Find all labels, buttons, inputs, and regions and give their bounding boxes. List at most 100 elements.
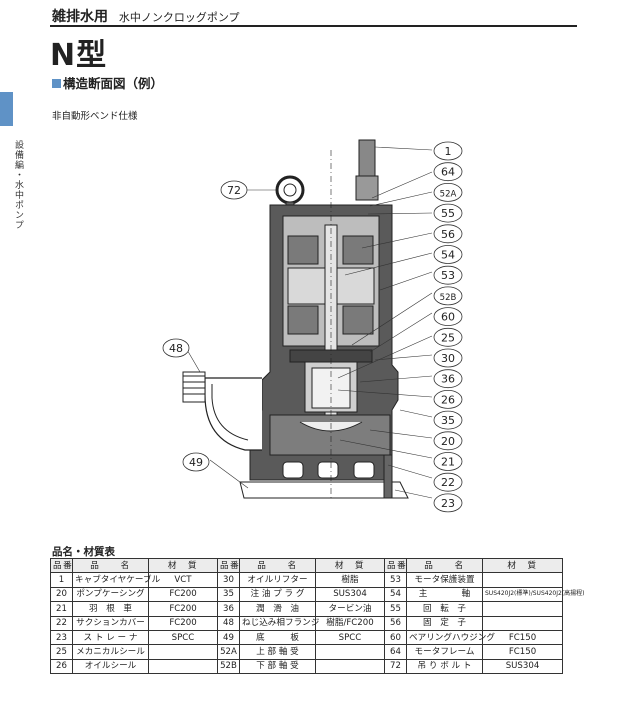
- part-material: 樹脂/FC200: [315, 615, 385, 631]
- callout-label: 54: [433, 245, 463, 264]
- table-title: 品名・材質表: [52, 546, 115, 558]
- cable-gland: [358, 139, 376, 181]
- part-name: ポンプケーシング: [72, 586, 149, 603]
- callout-label: 52B: [433, 286, 463, 306]
- part-name: 固 定 子: [406, 615, 483, 631]
- part-number: 22: [50, 615, 73, 631]
- part-name: 回 転 子: [406, 601, 483, 617]
- side-tab: [0, 92, 13, 126]
- part-name: 羽 根 車: [72, 601, 149, 617]
- part-number: 53: [384, 572, 407, 588]
- part-material: SUS304: [315, 586, 385, 603]
- part-name: ス ト レ ー ナ: [72, 629, 149, 646]
- callout-label: 22: [433, 472, 463, 492]
- callout-number: 64: [441, 166, 455, 179]
- callout-label: 20: [433, 431, 463, 451]
- callout-number: 56: [441, 228, 455, 241]
- callout-label: 25: [433, 327, 463, 347]
- callout-label: 56: [433, 224, 463, 244]
- part-number: 55: [384, 601, 407, 617]
- col-header-material: 材 質: [482, 557, 563, 574]
- part-number: 23: [50, 629, 73, 646]
- callout-label: 35: [433, 410, 463, 430]
- part-number: 48: [217, 615, 240, 631]
- part-material: [315, 644, 385, 660]
- callout-label: 1: [433, 141, 463, 161]
- callout-label: 48: [162, 338, 190, 358]
- callout-bubbles-left: 72 48 49: [162, 180, 248, 472]
- part-name: メカニカルシール: [72, 644, 149, 660]
- part-number: 26: [50, 658, 73, 675]
- col-header-name: 品 名: [239, 557, 316, 574]
- callout-number: 60: [441, 311, 455, 324]
- part-number: 35: [217, 586, 240, 603]
- callout-number: 26: [441, 393, 455, 406]
- section-title-text: 構造断面図（例）: [63, 76, 164, 91]
- callout-number: 21: [441, 456, 455, 469]
- part-number: 60: [384, 629, 407, 646]
- part-number: 25: [50, 644, 73, 660]
- part-material: SUS304: [482, 658, 563, 675]
- callout-label: 26: [433, 389, 463, 409]
- callout-number: 72: [227, 184, 241, 197]
- part-name: 主 軸: [406, 586, 483, 603]
- callout-number: 54: [441, 249, 455, 262]
- header-rule: [50, 25, 577, 27]
- leader-lines: [185, 146, 433, 499]
- section-title: 構造断面図（例）: [52, 73, 163, 92]
- callout-number: 36: [441, 373, 455, 386]
- section-square-icon: [52, 79, 61, 88]
- callout-label: 49: [182, 452, 210, 472]
- part-number: 20: [50, 586, 73, 603]
- callout-number: 49: [189, 456, 203, 469]
- col-header-no: 品番: [217, 557, 240, 574]
- part-material: SPCC: [315, 629, 385, 646]
- part-number: 49: [217, 629, 240, 646]
- part-material: SUS420J2(標準)/SUS420J2(高揚程): [482, 586, 584, 603]
- col-header-material: 材 質: [315, 557, 385, 574]
- page-title: N型: [50, 38, 108, 73]
- col-header-material: 材 質: [148, 557, 218, 574]
- part-material: FC150: [482, 644, 563, 660]
- col-header-name: 品 名: [406, 557, 483, 574]
- part-name: 下 部 軸 受: [239, 658, 316, 675]
- part-material: [148, 644, 218, 660]
- callout-number: 55: [441, 207, 455, 220]
- part-name: モータフレーム: [406, 644, 483, 660]
- header-subtitle: 水中ノンクロッグポンプ: [118, 11, 240, 24]
- part-number: 72: [384, 658, 407, 675]
- callout-label: 55: [433, 203, 463, 223]
- part-name: モータ保護装置: [406, 572, 483, 588]
- callout-number: 52B: [440, 293, 457, 303]
- part-number: 1: [50, 572, 73, 588]
- callout-number: 48: [169, 342, 183, 355]
- part-material: [482, 615, 563, 631]
- callout-number: 35: [441, 414, 455, 427]
- part-name: 底 板: [239, 629, 316, 646]
- part-number: 52A: [217, 644, 240, 660]
- side-label: 設備編・水中ポンプ: [13, 140, 23, 230]
- col-header-name: 品 名: [72, 557, 149, 574]
- part-material: SPCC: [148, 629, 218, 646]
- callout-label: 23: [433, 493, 463, 513]
- part-material: FC200: [148, 615, 218, 631]
- part-name: ベアリングハウジング: [406, 629, 495, 646]
- part-number: 30: [217, 572, 240, 588]
- part-number: 54: [384, 586, 407, 603]
- callout-label: 64: [433, 162, 463, 182]
- part-name: 潤 滑 油: [239, 601, 316, 617]
- page-header: 雑排水用 水中ノンクロッグポンプ: [52, 6, 240, 26]
- callout-number: 22: [441, 476, 455, 489]
- part-material: [148, 658, 218, 675]
- part-name: オイルリフター: [239, 572, 316, 588]
- callout-label: 53: [433, 265, 463, 285]
- part-material: 樹脂: [315, 572, 385, 588]
- col-header-no: 品番: [50, 557, 73, 574]
- header-category: 雑排水用: [52, 9, 108, 25]
